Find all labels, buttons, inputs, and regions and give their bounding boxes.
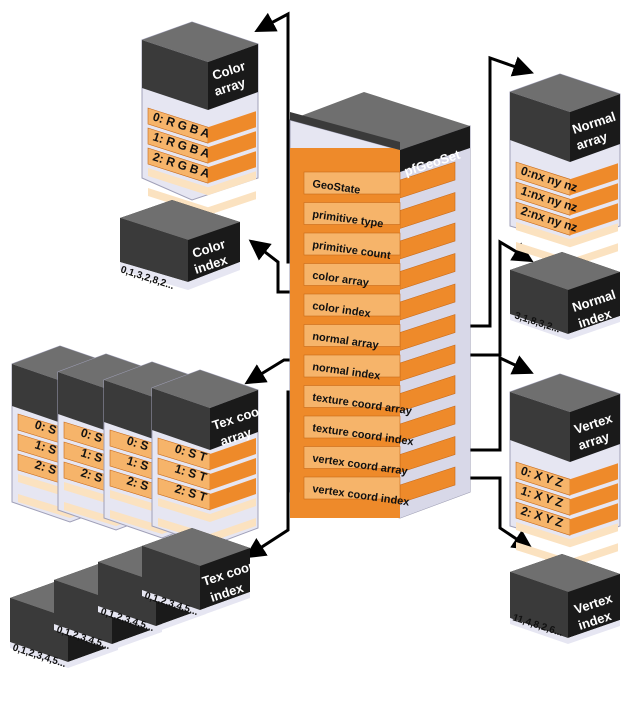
array-row-slab: [570, 163, 618, 196]
tex-coord-array-row-label: 2: S: [33, 457, 58, 477]
geoset-field-slot: [303, 415, 401, 439]
geoset-field-slot: [303, 202, 401, 225]
geoset-field-slot: [303, 476, 401, 500]
geoset-field-slot: [303, 385, 401, 408]
array-row-slab: [208, 151, 256, 184]
tex-coord-index-stack: 0,1,2,3,4,5...0,1,2,3,4,5...0,1,2,3,4,5.…: [10, 528, 263, 670]
geoset-field-slot: [303, 293, 401, 317]
geoset-field-slot: [303, 263, 401, 286]
array-row-slab: [570, 183, 618, 216]
wire-normal-array: [455, 55, 534, 328]
tex-coord-array-row-label: 1: S: [33, 437, 58, 457]
array-row-empty: [516, 222, 618, 248]
array-row-empty: [148, 168, 256, 196]
tex-coord-array-row-label: 0: S: [33, 417, 58, 437]
color-index-box: Color index 0,1,3,2,8,2...: [119, 200, 240, 292]
color-array-box: Color array 0: R G B A1: R G B A2: R G B…: [141, 21, 259, 216]
array-row-slab: [570, 483, 618, 516]
array-row-slab: [208, 111, 256, 144]
wire-vertex-array: [455, 355, 534, 452]
pfgeoset-title-plate: [400, 126, 470, 172]
tex-coord-array-stack: 0: S1: S2: S0: S T1: S T2: S T0: S T1: S…: [11, 345, 273, 547]
geoset-field-slot: [303, 232, 401, 256]
array-row-slab: [570, 203, 618, 236]
normal-index-box: Normal index 3,1,8,3,2...: [510, 252, 620, 340]
geoset-field-slot: [303, 171, 401, 195]
wire-normal-index: [455, 239, 534, 357]
geoset-field-slot: [303, 324, 401, 347]
array-row-slab: [208, 131, 256, 164]
vertex-array-box: Vertex array 0: X Y Z1: X Y Z2: X Y Z: [509, 373, 621, 568]
geoset-field-slot: [303, 446, 401, 469]
vertex-index-box: Vertex index 11,4,8,2,6...: [510, 554, 620, 644]
wire-vertex-index: [455, 476, 534, 551]
normal-array-box: Normal array 0:nx ny nz1:nx ny nz2:nx ny…: [509, 73, 621, 268]
geoset-field-slot: [303, 354, 401, 378]
array-row-slab: [570, 463, 618, 496]
array-row-slab: [570, 503, 618, 536]
array-row-empty: [516, 522, 618, 548]
